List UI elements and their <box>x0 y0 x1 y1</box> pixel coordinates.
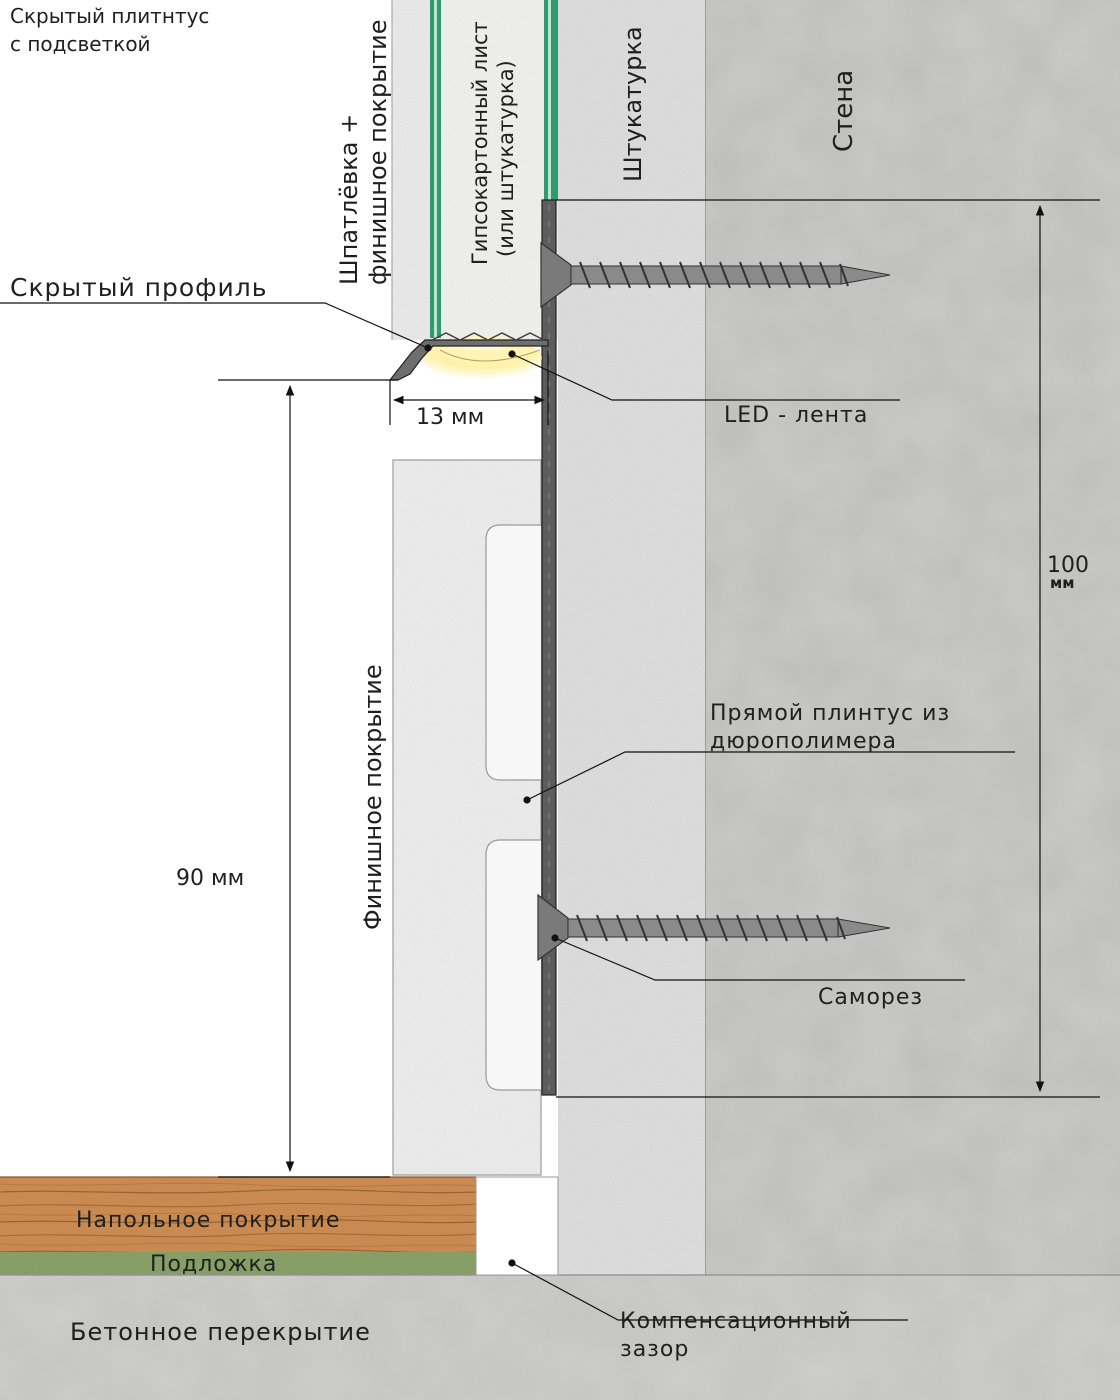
baseboard-label-line-2: дюрополимера <box>710 729 897 754</box>
expansion-gap <box>475 1176 559 1276</box>
floor-covering-label: Напольное покрытие <box>76 1208 340 1233</box>
drywall-layer <box>430 0 558 340</box>
expansion-gap-label-line-2: зазор <box>620 1337 689 1362</box>
hidden-profile-label: Скрытый профиль <box>10 273 268 302</box>
plaster-layer <box>558 0 705 1275</box>
dimension-90mm <box>218 379 398 1178</box>
underlay-layer <box>0 1252 476 1275</box>
led-strip-label: LED - лента <box>724 403 868 428</box>
underlay-label: Подложка <box>150 1252 277 1277</box>
leader-lines <box>0 302 1015 1321</box>
drywall-label-line-2: (или штукатурка) <box>494 60 518 257</box>
height-90-label: 90 мм <box>176 866 244 891</box>
floor-covering-layer <box>0 1176 476 1252</box>
drywall-label-line-1: Гипсокартонный лист <box>468 21 492 265</box>
width-13mm-label: 13 мм <box>416 405 484 430</box>
finish-coating-label: Финишное покрытие <box>359 664 387 930</box>
plaster-label: Штукатурка <box>619 26 647 182</box>
concrete-slab-label: Бетонное перекрытие <box>70 1318 371 1346</box>
height-100-unit: мм <box>1050 574 1075 592</box>
baseboard-strip <box>541 199 557 1096</box>
title-line-1: Скрытый плитнтус <box>10 4 209 28</box>
putty-label: Шпатлёвка + финишное покрытие <box>335 19 392 285</box>
dimension-100mm <box>556 199 1100 1098</box>
wall-layer <box>704 0 1120 1275</box>
screw-label: Саморез <box>818 985 923 1010</box>
expansion-gap-label-line-1: Компенсационный <box>620 1309 852 1334</box>
putty-label-line-2: финишное покрытие <box>364 19 392 285</box>
finish-coating-panel <box>392 459 542 1176</box>
drywall-label: Гипсокартонный лист (или штукатурка) <box>468 21 518 265</box>
putty-label-line-1: Шпатлёвка + <box>335 114 363 285</box>
screw-bottom <box>537 893 891 962</box>
wall-label: Стена <box>829 70 859 152</box>
putty-layer <box>391 0 430 340</box>
height-100-value: 100 <box>1047 553 1089 578</box>
concrete-slab <box>0 1274 1120 1400</box>
dimension-13mm <box>389 350 549 425</box>
hidden-profile <box>388 332 549 381</box>
screw-top <box>540 241 891 309</box>
baseboard-label-line-1: Прямой плинтус из <box>710 701 950 726</box>
title-line-2: с подсветкой <box>10 32 151 56</box>
